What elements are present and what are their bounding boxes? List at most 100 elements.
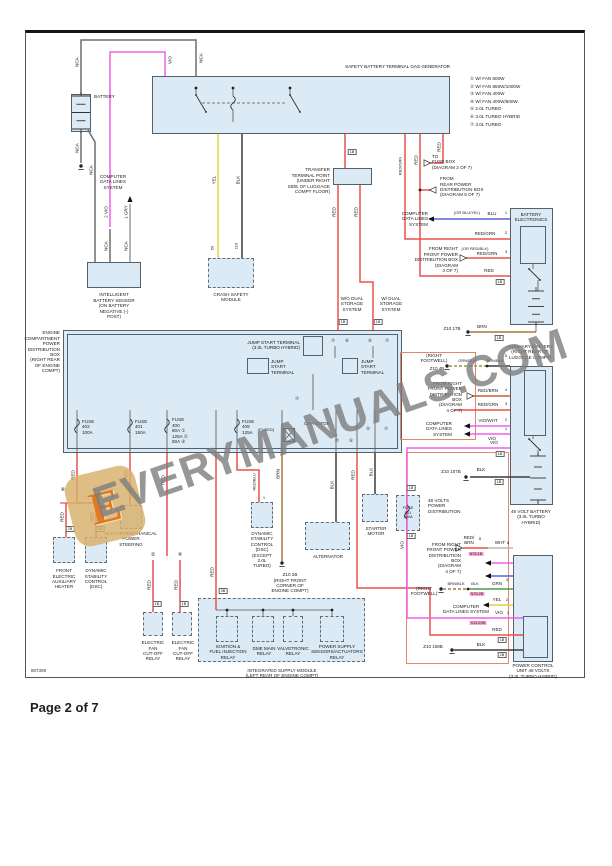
diagram-frame bbox=[25, 30, 585, 678]
diagram-label: (RIGHT FOOTWELL) bbox=[420, 352, 448, 363]
engine-compartment-pdb-box bbox=[63, 330, 402, 453]
connector-arrow-icon bbox=[455, 544, 464, 552]
diagram-label: FUSE 401 150A bbox=[135, 418, 148, 435]
wire-gauge-label: 1B bbox=[347, 149, 357, 155]
ignition-fuel-injection-relay-box bbox=[216, 616, 238, 642]
page-indicator: Page 2 of 7 bbox=[30, 700, 99, 715]
diagram-label: 8 bbox=[478, 535, 482, 541]
document-number: 807308 bbox=[31, 668, 47, 673]
power-supply-relay-box bbox=[320, 616, 344, 642]
diagram-label: NCA bbox=[74, 143, 80, 153]
wire-gauge-label: 2B bbox=[65, 526, 75, 532]
legend-item: ② W/ FAN 850W/1000W bbox=[470, 83, 521, 89]
diagram-label: STARTER MOTOR bbox=[365, 525, 387, 536]
diagram-label: 48 VOLTS POWER DISTRIBUTION bbox=[428, 497, 461, 514]
wire-red bbox=[404, 134, 510, 240]
diagram-label: DME MAIN RELAY bbox=[252, 645, 276, 656]
diagram-label: 2 bbox=[504, 229, 508, 235]
diagram-label: ② bbox=[150, 552, 156, 559]
fuse-symbol bbox=[164, 418, 170, 434]
crash-safety-module-box bbox=[208, 258, 254, 288]
diagram-label: TO FUSE BOX (DIAGRAM 2 OF 7) bbox=[432, 153, 472, 170]
diagram-label: VIO bbox=[490, 440, 498, 446]
diagram-label: RED bbox=[353, 207, 359, 217]
switch-symbol bbox=[299, 111, 301, 113]
ground-icon bbox=[79, 164, 83, 168]
wire-gauge-label: 1B bbox=[338, 319, 348, 325]
diagram-label: DYNAMIC STABILITY CONTROL (DSC) (EXCEPT … bbox=[250, 531, 274, 569]
wire-gauge-label: 1B bbox=[179, 601, 189, 607]
wire-gauge-label: 1B bbox=[152, 601, 162, 607]
capacitor-box bbox=[283, 428, 295, 442]
diagram-label: Z10 108B bbox=[423, 644, 443, 650]
diagram-label: BATTERY ELECTRONICS bbox=[514, 211, 548, 222]
diagram-label: 3 bbox=[504, 248, 508, 254]
diagram-label: VIO bbox=[167, 56, 173, 64]
diagram-label: ⑦ bbox=[294, 396, 300, 402]
diagram-label: RED bbox=[70, 470, 76, 480]
diagram-label: VIO/WHT bbox=[478, 418, 498, 424]
diagram-label: BLK bbox=[471, 580, 479, 586]
fuse-symbol bbox=[230, 95, 236, 111]
diagram-label: COMPUTER DATA LINES SYSTEM bbox=[99, 173, 127, 190]
diagram-label: RED bbox=[89, 512, 95, 522]
diagram-label: COMPUTER DATA LINES SYSTEM bbox=[401, 210, 428, 227]
diagram-label: (RIGHT FOOTWELL) bbox=[410, 585, 438, 596]
diagram-label: BLK bbox=[329, 480, 335, 490]
switch-symbol bbox=[195, 94, 197, 96]
diagram-label: FUSE 402 100A bbox=[82, 418, 95, 435]
diagram-label: NCA bbox=[198, 53, 204, 63]
ground-icon bbox=[445, 364, 449, 368]
battery-48v-inner bbox=[524, 370, 546, 436]
diagram-label: RED bbox=[492, 627, 502, 633]
ground-icon bbox=[280, 561, 284, 565]
diagram-label: ELECTROMECHANICAL POWER STEERING bbox=[105, 530, 157, 547]
diagram-label: YEL bbox=[492, 597, 502, 603]
diagram-label: POWER CONTROL UNIT 48 VOLTS (3.0L TURBO … bbox=[509, 662, 557, 679]
diagram-label: BLK bbox=[368, 467, 374, 477]
fuse-symbol bbox=[74, 418, 80, 434]
diagram-label: 48 VOLT BATTERY (3.0L TURBO HYBRID) bbox=[511, 508, 551, 525]
wire-gauge-label: 1B bbox=[494, 335, 504, 341]
diagram-label: ⑦ bbox=[334, 438, 340, 444]
diagram-label: ⑦ bbox=[384, 338, 390, 344]
diagram-label: DYNAMIC STABILITY CONTROL (DSC) bbox=[84, 568, 108, 590]
diagram-label: ④ bbox=[177, 552, 183, 559]
diagram-label: (OR BLU/YEL) bbox=[453, 209, 481, 215]
wire-nca bbox=[80, 39, 197, 94]
fuse-501-box bbox=[396, 495, 420, 531]
ground-icon bbox=[464, 475, 468, 479]
diagram-label: Z10 2B (RIGHT FRONT CORNER OF ENGINE COM… bbox=[271, 572, 309, 594]
diagram-label: Z10 4B bbox=[429, 366, 445, 372]
switch-symbol bbox=[539, 449, 541, 451]
diagram-label: BRN bbox=[477, 324, 487, 330]
diagram-label: ⑦ bbox=[383, 426, 389, 432]
diagram-label: JUMP START TERMINAL bbox=[271, 358, 295, 375]
diagram-label: FROM REAR POWER DISTRIBUTION BOX (DIAGRA… bbox=[440, 176, 484, 198]
connector-ref-label: X13.2SB bbox=[469, 621, 487, 625]
diagram-label: VIO bbox=[399, 541, 405, 549]
diagram-label: JUMP START TERMINAL bbox=[361, 358, 385, 375]
electric-fan-cutoff-relay-box-2 bbox=[172, 612, 192, 636]
diagram-label: 1 bbox=[504, 209, 508, 215]
diagram-label: 4 bbox=[504, 386, 508, 392]
diagram-label: CRASH SAFETY MODULE bbox=[213, 291, 249, 302]
jump-start-terminal-hybrid-box bbox=[303, 336, 323, 356]
wire-gauge-label: 1B bbox=[373, 319, 383, 325]
valvetronic-relay-box bbox=[283, 616, 303, 642]
diagram-label: 3 bbox=[504, 400, 508, 406]
diagram-label: BLK bbox=[476, 467, 486, 473]
diagram-label: GRN bbox=[491, 581, 503, 587]
wire-gauge-label: 1B bbox=[406, 533, 416, 539]
diagram-label: FUSE 400 80A ① 125A ② 60A ③ bbox=[172, 417, 188, 445]
diagram-title: SAFETY BATTERY TERMINAL GAS GENERATOR bbox=[345, 64, 450, 69]
data-line-arrow-icon bbox=[485, 560, 491, 566]
diagram-label: 3 bbox=[505, 576, 509, 582]
wire-nca bbox=[87, 129, 96, 262]
electric-fan-cutoff-relay-box-1 bbox=[143, 612, 163, 636]
diagram-label: IGNITION & FUEL INJECTION RELAY bbox=[209, 643, 247, 660]
transfer-terminal-box bbox=[333, 168, 372, 185]
diagram-label: RED/BLU bbox=[251, 473, 257, 491]
diagram-label: ⑥ bbox=[60, 487, 66, 494]
